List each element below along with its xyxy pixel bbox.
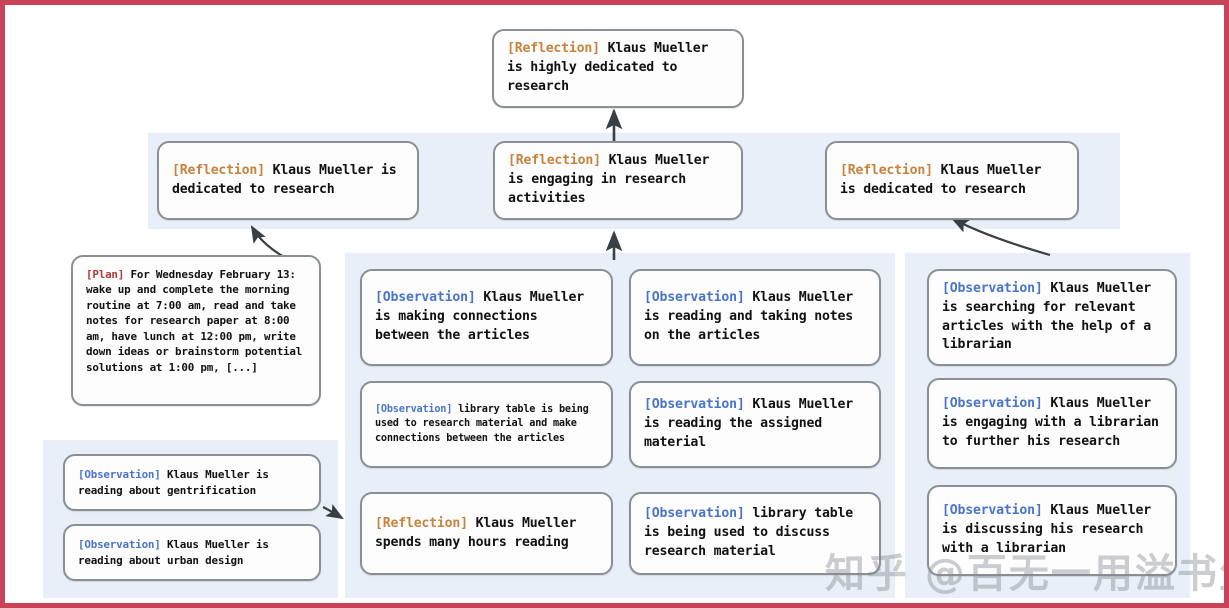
node-colB-observation-2[interactable]: [Observation] Klaus Mueller is reading t… (629, 381, 881, 468)
tag-observation: [Observation] (78, 538, 161, 552)
node-colB-observation-3[interactable]: [Observation] library table is being use… (629, 492, 881, 575)
node-plan[interactable]: [Plan] For Wednesday February 13: wake u… (71, 255, 321, 406)
node-reflection-right[interactable]: [Reflection] Klaus Mueller is dedicated … (825, 141, 1079, 220)
tag-observation: [Observation] (942, 503, 1043, 519)
node-text: library table is being used to discuss r… (644, 506, 853, 559)
node-colA-observation-1[interactable]: [Observation] Klaus Mueller is making co… (360, 269, 613, 366)
node-text: Klaus Mueller spends many hours reading (375, 515, 577, 550)
tag-reflection: [Reflection] (507, 41, 600, 57)
node-left-observation-2[interactable]: [Observation] Klaus Mueller is reading a… (63, 524, 321, 581)
watermark: 知乎 @百无一用溢书生 (825, 551, 1229, 597)
tag-observation: [Observation] (375, 403, 453, 415)
tag-reflection: [Reflection] (375, 515, 468, 531)
node-text: Klaus Mueller is discussing his research… (942, 503, 1151, 556)
tag-plan: [Plan] (86, 268, 125, 281)
node-colA-reflection[interactable]: [Reflection] Klaus Mueller spends many h… (360, 492, 613, 575)
tag-reflection: [Reflection] (508, 153, 601, 169)
node-text: Klaus Mueller is engaging with a librari… (942, 396, 1159, 449)
node-colB-observation-1[interactable]: [Observation] Klaus Mueller is reading a… (629, 269, 881, 366)
node-left-observation-1[interactable]: [Observation] Klaus Mueller is reading a… (63, 454, 321, 511)
node-root-reflection[interactable]: [Reflection] Klaus Mueller is highly ded… (492, 29, 744, 108)
tag-observation: [Observation] (644, 397, 745, 413)
node-text: library table is being used to research … (375, 403, 589, 444)
tag-observation: [Observation] (942, 396, 1043, 412)
node-plan-text: For Wednesday February 13: wake up and c… (86, 268, 303, 374)
node-text: Klaus Mueller is searching for relevant … (942, 281, 1151, 353)
tag-observation: [Observation] (644, 506, 745, 522)
tag-reflection: [Reflection] (840, 162, 933, 178)
node-text: Klaus Mueller is reading about gentrific… (78, 468, 269, 497)
tag-observation: [Observation] (644, 290, 745, 306)
tag-observation: [Observation] (375, 290, 476, 306)
node-text: Klaus Mueller is making connections betw… (375, 290, 584, 343)
node-text: Klaus Mueller is engaging in research ac… (508, 153, 710, 206)
node-text: Klaus Mueller is dedicated to research (172, 162, 397, 197)
node-text: Klaus Mueller is reading the assigned ma… (644, 397, 853, 450)
tag-reflection: [Reflection] (172, 162, 265, 178)
tag-observation: [Observation] (942, 281, 1043, 297)
tag-observation: [Observation] (78, 468, 161, 482)
node-text: Klaus Mueller is reading about urban des… (78, 538, 269, 567)
node-reflection-center[interactable]: [Reflection] Klaus Mueller is engaging i… (493, 141, 743, 220)
node-colC-observation-3[interactable]: [Observation] Klaus Mueller is discussin… (927, 485, 1177, 576)
node-colA-observation-2[interactable]: [Observation] library table is being use… (360, 381, 613, 468)
node-colC-observation-2[interactable]: [Observation] Klaus Mueller is engaging … (927, 378, 1177, 469)
node-text: Klaus Mueller is reading and taking note… (644, 290, 853, 343)
node-text: Klaus Mueller is dedicated to research (840, 162, 1042, 197)
node-reflection-left[interactable]: [Reflection] Klaus Mueller is dedicated … (157, 141, 419, 220)
node-root-text: Klaus Mueller is highly dedicated to res… (507, 41, 709, 94)
node-colC-observation-1[interactable]: [Observation] Klaus Mueller is searching… (927, 269, 1177, 366)
